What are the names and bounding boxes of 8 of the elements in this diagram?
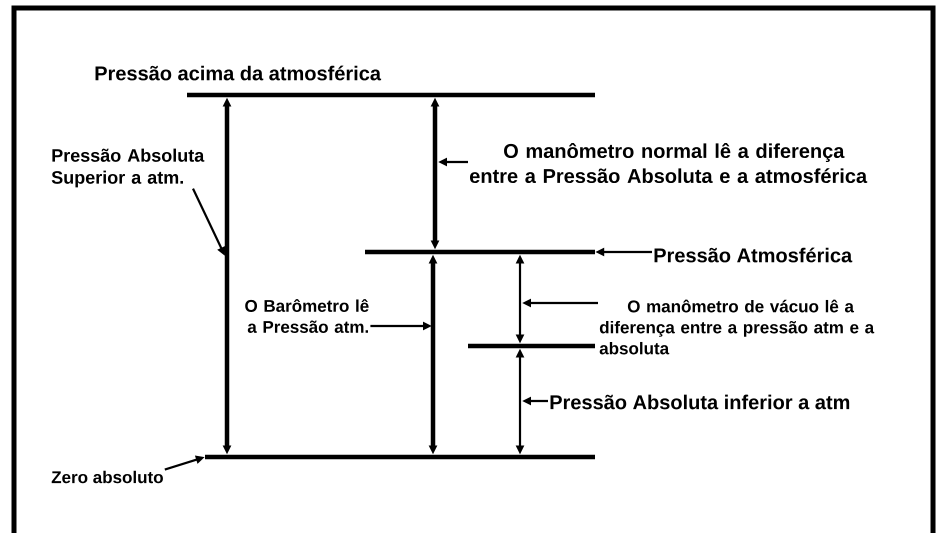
callout-text: Pressão Absoluta Superior a atm.	[52, 148, 204, 188]
level-label: Pressão Atmosférica	[654, 248, 852, 262]
heading: Pressão acima da atmosférica	[96, 66, 382, 80]
level-label: Zero absoluto	[52, 470, 163, 484]
callout-text: Pressão Absoluta inferior a atm	[550, 394, 850, 410]
callout-text: O manômetro normal lê a diferença entre a Pressão Absoluta e a atmosférica	[470, 142, 868, 184]
callout-text: O Barômetro lê a Pressão atm.	[245, 299, 369, 333]
callout-text: O manômetro de vácuo lê a diferença entre a pressão atm e a absoluta	[600, 300, 874, 354]
